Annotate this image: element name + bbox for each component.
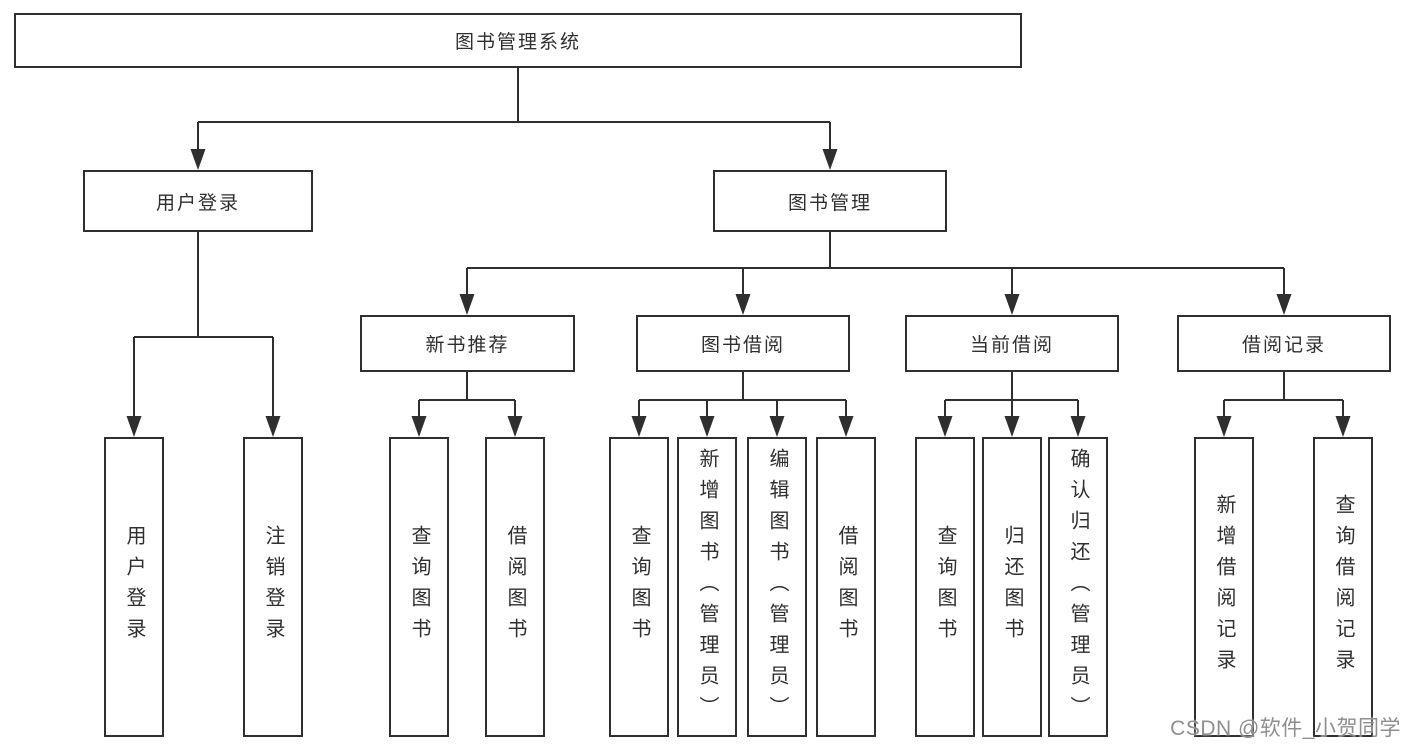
arrowheads — [126, 149, 1351, 437]
node-label: 查询图书 — [934, 525, 956, 649]
leaf-current-query-books: 查询图书 — [915, 437, 975, 737]
node-label: 注销登录 — [262, 525, 284, 649]
node-book-borrowing: 图书借阅 — [636, 315, 850, 372]
node-label: 图书管理 — [787, 192, 872, 214]
leaf-logout: 注销登录 — [243, 437, 303, 737]
leaf-records-add-borrow-record: 新增借阅记录 — [1194, 437, 1254, 737]
leaf-borrow-edit-books-admin: 编辑图书（管理员） — [747, 437, 807, 737]
node-label: 归还图书 — [1001, 525, 1023, 649]
csdn-watermark: CSDN @软件_小贺同学 — [1170, 717, 1401, 740]
leaf-user-login: 用户登录 — [104, 437, 164, 737]
leaf-current-confirm-return-admin: 确认归还（管理员） — [1048, 437, 1108, 737]
node-label: 当前借阅 — [969, 335, 1054, 356]
node-label: 查询借阅记录 — [1332, 494, 1354, 680]
node-library-management-system: 图书管理系统 — [14, 13, 1022, 68]
node-label: 查询图书 — [628, 525, 650, 649]
node-label: 新书推荐 — [425, 335, 510, 356]
node-current-borrowing: 当前借阅 — [905, 315, 1119, 372]
leaf-current-return-books: 归还图书 — [982, 437, 1042, 737]
node-label: 查询图书 — [408, 525, 430, 649]
node-label: 新增图书（管理员） — [696, 447, 718, 727]
leaf-borrow-add-books-admin: 新增图书（管理员） — [677, 437, 737, 737]
node-label: 用户登录 — [155, 192, 240, 214]
leaf-borrow-borrow-books: 借阅图书 — [816, 437, 876, 737]
node-borrowing-records: 借阅记录 — [1177, 315, 1391, 372]
node-label: 图书借阅 — [700, 335, 785, 356]
node-new-book-recommendation: 新书推荐 — [360, 315, 575, 372]
node-label: 借阅图书 — [504, 525, 526, 649]
node-book-management: 图书管理 — [713, 170, 947, 232]
leaf-newrec-query-books: 查询图书 — [389, 437, 449, 737]
node-label: 新增借阅记录 — [1213, 494, 1235, 680]
node-label: 图书管理系统 — [454, 32, 581, 53]
node-label: 编辑图书（管理员） — [766, 447, 788, 727]
leaf-records-query-borrow-record: 查询借阅记录 — [1313, 437, 1373, 737]
node-label: 用户登录 — [123, 525, 145, 649]
node-label: 确认归还（管理员） — [1067, 447, 1089, 727]
node-user-login: 用户登录 — [83, 170, 313, 232]
node-label: 借阅图书 — [835, 525, 857, 649]
leaf-borrow-query-books: 查询图书 — [609, 437, 669, 737]
leaf-newrec-borrow-books: 借阅图书 — [485, 437, 545, 737]
node-label: 借阅记录 — [1241, 335, 1326, 356]
